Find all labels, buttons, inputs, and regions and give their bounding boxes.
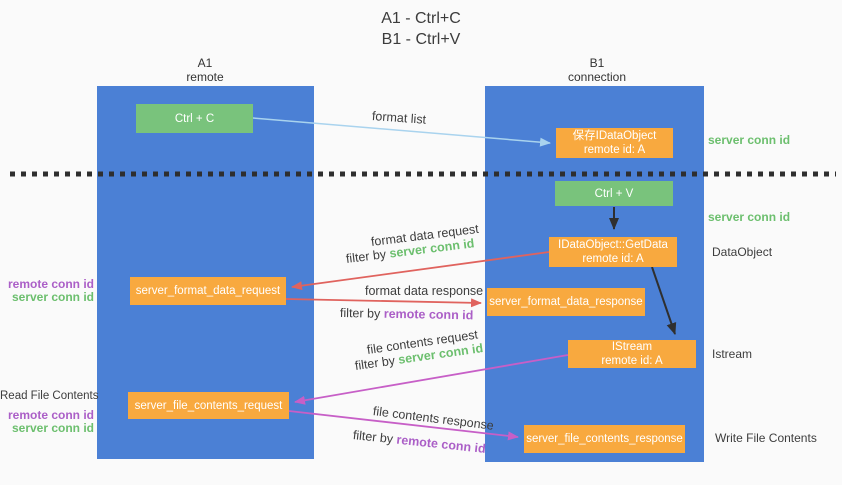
lane-header-a1: A1 remote — [145, 56, 265, 84]
format-conn-id-block: remote conn id server conn id — [0, 278, 94, 304]
node-ctrl-v-label: Ctrl + V — [594, 187, 634, 200]
label-format-remote-conn-id: remote conn id — [7, 277, 94, 291]
node-getdata-line1: IDataObject::GetData — [558, 239, 668, 251]
arrow-label-format-response-title: format data response — [365, 284, 484, 298]
filter-prefix: filter by — [352, 428, 394, 447]
lane-b1-name: B1 — [589, 56, 605, 70]
label-file-remote-conn-id: remote conn id — [7, 408, 94, 422]
filter-value-remote-conn-id: remote conn id — [395, 432, 487, 456]
node-server-file-contents-response: server_file_contents_response — [524, 425, 685, 453]
label-file-server-conn-id: server conn id — [11, 421, 94, 435]
node-save-idataobject-line1: 保存IDataObject — [572, 130, 657, 142]
node-server-format-data-response: server_format_data_response — [487, 288, 645, 316]
file-conn-id-block: Read File Contents remote conn id server… — [0, 390, 99, 435]
title-line-1: A1 - Ctrl+C — [381, 10, 461, 27]
label-write-file-contents: Write File Contents — [715, 431, 817, 445]
node-istream: IStream remote id: A — [568, 340, 696, 368]
filter-prefix: filter by — [339, 306, 381, 321]
node-getdata-line2: remote id: A — [582, 253, 644, 265]
label-server-conn-id-mid: server conn id — [708, 210, 791, 224]
node-ctrl-c-label: Ctrl + C — [174, 112, 215, 125]
arrow-label-format-response-filter: filter by remote conn id — [340, 306, 474, 322]
node-save-idataobject-line2: remote id: A — [583, 144, 646, 156]
arrow-format-data-response — [285, 298, 482, 308]
filter-value-remote-conn-id: remote conn id — [383, 306, 474, 323]
arrow-label-file-response-title: file contents response — [372, 404, 495, 433]
node-istream-line2: remote id: A — [601, 355, 663, 367]
label-read-file-contents: Read File Contents — [0, 390, 99, 402]
label-format-server-conn-id: server conn id — [11, 290, 94, 304]
node-server-format-data-request: server_format_data_request — [130, 277, 286, 305]
title-line-2: B1 - Ctrl+V — [381, 31, 461, 48]
label-server-conn-id-top: server conn id — [708, 133, 791, 147]
lane-a1-name: A1 — [197, 56, 213, 70]
label-istream: Istream — [712, 347, 753, 361]
node-ctrl-v: Ctrl + V — [555, 181, 673, 206]
node-format-request-label: server_format_data_request — [135, 285, 281, 297]
arrow-label-format-list: format list — [371, 109, 427, 127]
node-server-file-contents-request: server_file_contents_request — [128, 392, 289, 419]
lane-b1-role: connection — [567, 70, 627, 84]
lane-header-b1: B1 connection — [537, 56, 657, 84]
node-file-request-label: server_file_contents_request — [134, 399, 283, 412]
lane-a1-role: remote — [186, 70, 224, 84]
label-dataobject: DataObject — [712, 245, 773, 259]
filter-prefix: filter by — [345, 247, 387, 266]
node-format-response-label: server_format_data_response — [489, 296, 643, 308]
node-file-response-label: server_file_contents_response — [526, 433, 683, 445]
diagram-title: A1 - Ctrl+C B1 - Ctrl+V — [0, 8, 842, 50]
node-ctrl-c: Ctrl + C — [136, 104, 253, 133]
node-save-idataobject: 保存IDataObject remote id: A — [556, 128, 673, 158]
filter-prefix: filter by — [354, 353, 396, 373]
arrow-label-file-response-filter: filter by remote conn id — [352, 428, 486, 456]
node-idataobject-getdata: IDataObject::GetData remote id: A — [549, 237, 677, 267]
node-istream-line1: IStream — [611, 341, 653, 353]
